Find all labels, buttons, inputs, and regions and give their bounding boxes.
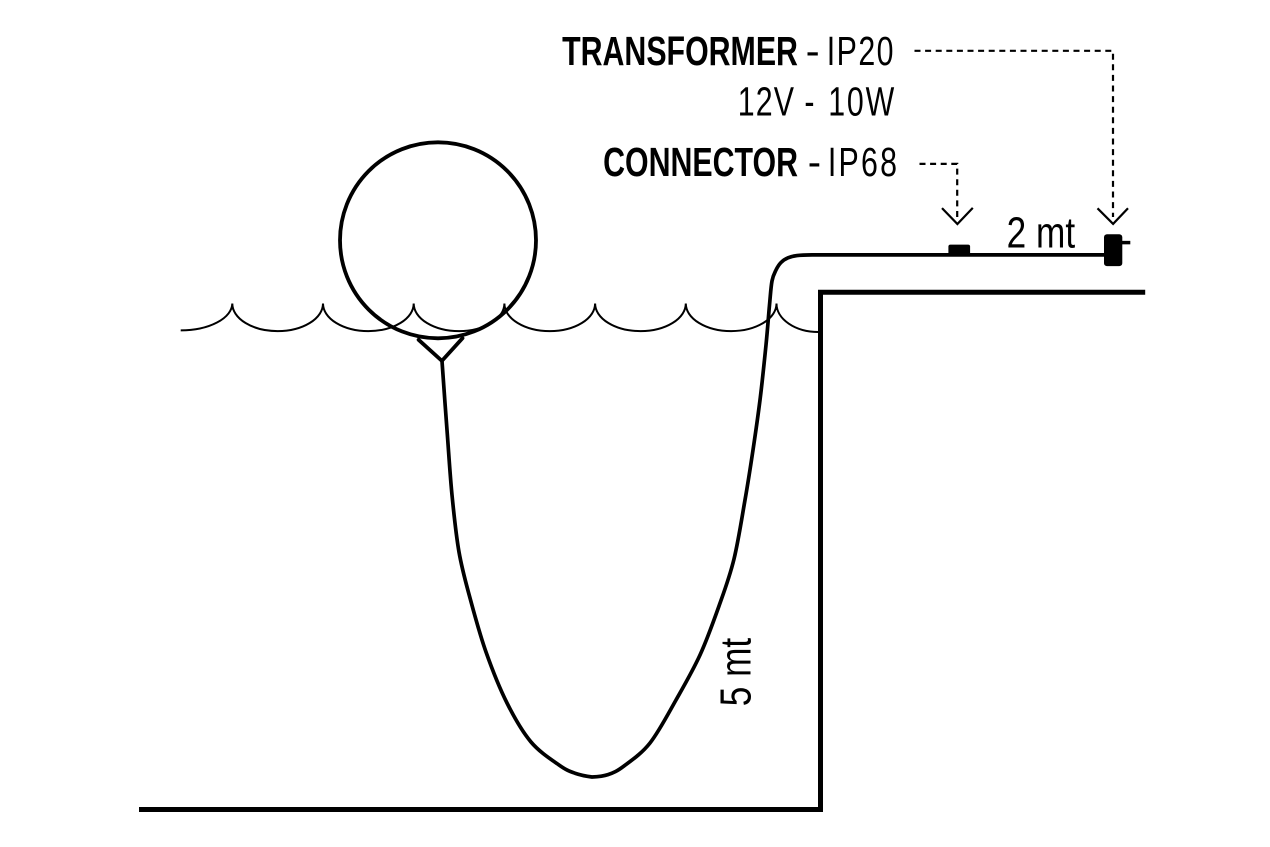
svg-text:2 mt: 2 mt: [1007, 209, 1075, 258]
svg-text:TRANSFORMER-IP20: TRANSFORMER-IP20: [562, 27, 895, 74]
svg-text:5 mt: 5 mt: [712, 638, 761, 706]
svg-text:12V-10W: 12V-10W: [738, 78, 896, 125]
svg-text:CONNECTOR-IP68: CONNECTOR-IP68: [603, 138, 899, 185]
